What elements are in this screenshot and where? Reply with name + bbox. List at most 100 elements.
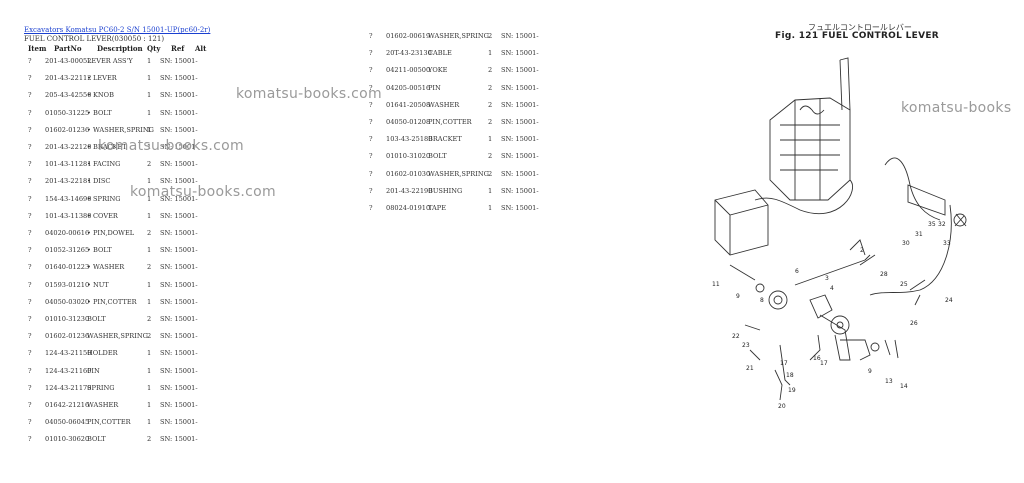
partno-cell: 201-43-00052 [45, 57, 92, 65]
description-cell: BOLT [87, 315, 106, 323]
item-cell: ? [369, 83, 373, 92]
description-cell: • DISC [87, 177, 111, 186]
callout-label: 30 [902, 240, 910, 247]
description-cell: YOKE [428, 66, 448, 75]
callout-label: 3 [825, 275, 829, 282]
figure-title: Fig. 121 FUEL CONTROL LEVER [775, 31, 940, 41]
cable [869, 204, 952, 296]
sn-cell: SN: 15001- [160, 91, 198, 100]
description-cell: WASHER [87, 401, 119, 409]
description-cell: • WASHER,SPRING [87, 125, 154, 134]
qty-cell: 1 [147, 177, 152, 186]
partno-cell: 04205-00516 [386, 83, 431, 92]
partno-cell: 124-43-21160 [45, 366, 92, 375]
callout-label: 19 [788, 387, 796, 394]
partno-cell: 201-43-22181 [45, 177, 92, 186]
partno-cell: 154-43-14690 [45, 194, 92, 203]
partno-cell: 01052-31265 [45, 246, 90, 255]
partno-cell: 201-43-22120 [45, 143, 92, 151]
description-cell: BUSHING [428, 186, 463, 195]
item-cell: ? [369, 66, 373, 75]
qty-cell: 2 [488, 152, 493, 161]
sn-cell: SN: 15001- [160, 280, 198, 289]
description-cell: PIN [428, 83, 441, 92]
description-cell: TAPE [428, 204, 447, 212]
breadcrumb-link[interactable]: Excavators Komatsu PC60-2 S/N 15001-UP(p… [24, 26, 211, 34]
sn-cell: SN: 15001- [501, 135, 539, 144]
partno-cell: 04050-06045 [45, 418, 90, 427]
item-cell: ? [369, 32, 373, 40]
sn-cell: SN: 15001- [160, 143, 198, 151]
sn-cell: SN: 15001- [501, 152, 539, 161]
item-cell: ? [369, 135, 373, 144]
partno-cell: 01641-20508 [386, 100, 431, 109]
item-cell: ? [28, 418, 32, 427]
description-cell: • NUT [87, 280, 109, 289]
description-cell: • KNOB [87, 91, 114, 100]
qty-cell: 2 [488, 118, 493, 126]
callout-label: 31 [915, 231, 923, 238]
qty-cell: 1 [147, 246, 152, 255]
item-cell: ? [28, 108, 32, 117]
sn-cell: SN: 15001- [501, 186, 539, 195]
item-cell: ? [28, 74, 32, 83]
callout-label: 24 [945, 297, 953, 304]
watermark: komatsu-books.com [130, 184, 276, 200]
qty-cell: 1 [147, 91, 152, 100]
callout-label: 6 [795, 268, 799, 275]
partno-cell: 20T-43-23130 [386, 49, 432, 58]
qty-cell: 2 [147, 315, 152, 323]
callout-label: 35 [928, 221, 936, 228]
partno-cell: 01050-31225 [45, 108, 90, 117]
item-cell: ? [28, 57, 32, 65]
item-cell: ? [28, 280, 32, 289]
description-cell: • BOLT [87, 108, 112, 117]
item-cell: ? [28, 211, 32, 220]
callout-label: 11 [712, 281, 720, 288]
description-cell: WASHER,SPRING [428, 32, 489, 40]
qty-cell: 2 [147, 263, 152, 272]
item-cell: ? [28, 263, 32, 272]
partno-cell: 103-43-25180 [386, 135, 433, 144]
cable-route [754, 179, 853, 215]
item-cell: ? [369, 186, 373, 195]
description-cell: PIN,COTTER [87, 418, 131, 427]
sn-cell: SN: 15001- [160, 246, 198, 255]
sn-cell: SN: 15001- [501, 83, 539, 92]
partno-cell: 08024-01910 [386, 204, 431, 212]
